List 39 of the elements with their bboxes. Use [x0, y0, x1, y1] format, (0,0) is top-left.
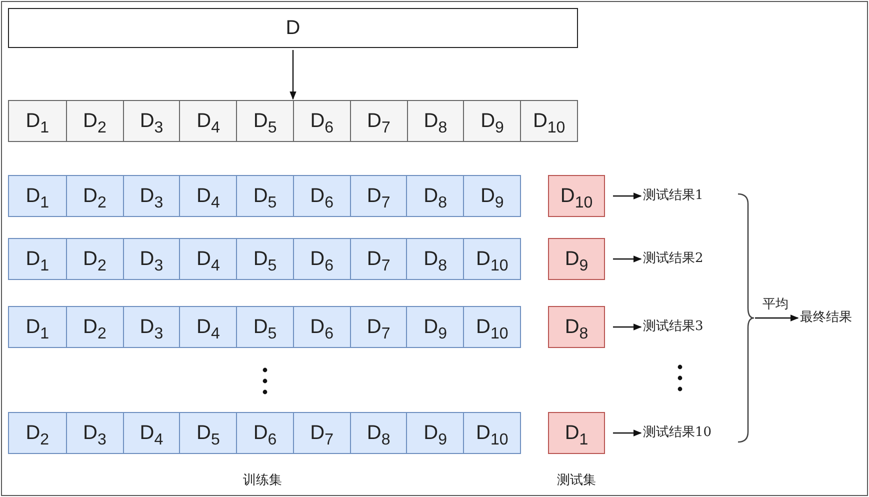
arrow	[613, 324, 642, 330]
arrow	[613, 430, 642, 436]
arrow	[755, 314, 799, 322]
axis-caption: 测试集	[557, 472, 596, 490]
data-strip	[8, 412, 521, 454]
data-block: D$_{3}$	[122, 307, 180, 347]
data-strip	[8, 306, 521, 348]
arrow	[290, 50, 296, 100]
result-text: 测试结果3	[643, 318, 704, 336]
data-block: D$_{3}$	[122, 239, 180, 279]
curly-brace	[738, 193, 754, 443]
test-block: D$_{1}$	[548, 412, 605, 454]
data-block: D$_{7}$	[350, 307, 406, 347]
dataset-box: D	[8, 8, 578, 48]
data-block: D$_{8}$	[406, 101, 464, 141]
data-block: D$_{9}$	[406, 413, 464, 453]
data-block: D$_{4}$	[122, 413, 180, 453]
data-block: D$_{8}$	[406, 239, 464, 279]
data-block: D$_{7}$	[350, 176, 406, 216]
data-block: D$_{3}$	[122, 101, 180, 141]
data-block: D$_{7}$	[350, 239, 406, 279]
result-text: 最终结果	[800, 309, 852, 327]
data-strip	[8, 175, 521, 217]
arrow	[613, 192, 642, 200]
edge-label: 平均	[762, 296, 788, 314]
data-block: D$_{9}$	[406, 307, 464, 347]
data-strip	[8, 238, 521, 280]
result-text: 测试结果10	[643, 424, 712, 442]
test-block: D$_{10}$	[548, 175, 605, 217]
test-block: D$_{8}$	[548, 306, 605, 348]
result-text: 测试结果2	[643, 250, 704, 268]
axis-caption: 训练集	[243, 472, 282, 490]
data-strip	[8, 100, 578, 142]
data-block: D$_{3}$	[122, 176, 180, 216]
result-text: 测试结果1	[643, 187, 704, 205]
data-block: D$_{8}$	[406, 176, 464, 216]
arrow	[613, 256, 642, 262]
test-block: D$_{9}$	[548, 238, 605, 280]
data-block: D$_{8}$	[350, 413, 406, 453]
